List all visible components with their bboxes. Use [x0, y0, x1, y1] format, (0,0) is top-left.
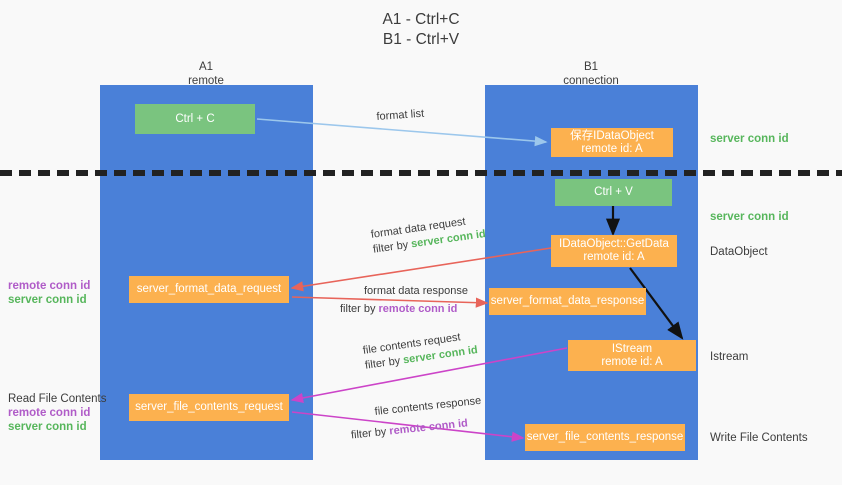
phase-divider [0, 170, 842, 176]
annotation-left-remote-conn-id-2: remote conn id [8, 407, 91, 419]
node-istream-line1: IStream [611, 342, 653, 355]
annotation-write-file-contents: Write File Contents [710, 432, 808, 444]
edge-file-contents-response-title: file contents response [374, 394, 482, 418]
lane-a1-subtitle: remote [188, 75, 224, 87]
node-server-file-contents-response[interactable]: server_file_contents_response [525, 424, 685, 451]
node-server-file-contents-request[interactable]: server_file_contents_request [129, 394, 289, 421]
node-save-idataobject-line1: 保存IDataObject [570, 129, 654, 142]
node-idataobject-getdata[interactable]: IDataObject::GetData remote id: A [551, 235, 677, 267]
edge-label-format-list: format list [376, 107, 425, 125]
lane-header-b1: B1 connection [511, 60, 671, 88]
lane-b1-subtitle: connection [563, 75, 619, 87]
edge-label-file-contents-request: file contents request filter by server c… [362, 328, 479, 374]
annotation-left-conn-ids-1: remote conn id server conn id [8, 279, 90, 307]
annotation-read-file-contents-group: Read File Contents remote conn id server… [8, 392, 106, 434]
node-server-format-data-request-label: server_format_data_request [136, 283, 282, 295]
node-ctrl-c[interactable]: Ctrl + C [135, 104, 255, 134]
lane-b1-name: B1 [583, 61, 599, 73]
edge-format-data-response-filter-value: remote conn id [378, 303, 458, 315]
node-server-format-data-request[interactable]: server_format_data_request [129, 276, 289, 303]
edge-label-file-contents-response: file contents response filter by remote … [350, 394, 484, 442]
annotation-istream: Istream [710, 351, 749, 363]
node-server-format-data-response-label: server_format_data_response [490, 295, 645, 307]
node-istream-line2: remote id: A [601, 355, 663, 368]
node-ctrl-v-label: Ctrl + V [594, 186, 633, 198]
edge-label-format-data-response: format data response filter by remote co… [340, 284, 468, 317]
annotation-left-server-conn-id-2: server conn id [8, 421, 87, 433]
node-istream[interactable]: IStream remote id: A [568, 340, 696, 371]
node-ctrl-c-label: Ctrl + C [175, 112, 215, 125]
node-save-idataobject[interactable]: 保存IDataObject remote id: A [551, 128, 673, 157]
annotation-server-conn-id-mid: server conn id [710, 211, 789, 223]
annotation-server-conn-id-top: server conn id [710, 133, 789, 145]
node-ctrl-v[interactable]: Ctrl + V [555, 179, 672, 206]
node-server-format-data-response[interactable]: server_format_data_response [489, 288, 646, 315]
node-server-file-contents-response-label: server_file_contents_response [526, 431, 684, 443]
annotation-left-server-conn-id-1: server conn id [8, 294, 87, 306]
lane-header-a1: A1 remote [126, 60, 286, 88]
title-line-1: A1 - Ctrl+C [382, 11, 460, 28]
edge-format-data-response-title: format data response [364, 285, 468, 297]
annotation-left-remote-conn-id-1: remote conn id [8, 280, 91, 292]
lane-a1-name: A1 [198, 61, 214, 73]
node-save-idataobject-line2: remote id: A [581, 142, 643, 155]
edge-file-contents-request-filter-prefix: filter by [364, 354, 405, 372]
page-title: A1 - Ctrl+C B1 - Ctrl+V [0, 10, 842, 50]
node-getdata-line1: IDataObject::GetData [559, 238, 669, 250]
node-getdata-line2: remote id: A [583, 251, 645, 263]
edge-format-data-request-filter-prefix: filter by [372, 238, 413, 256]
edge-format-data-response-filter-prefix: filter by [340, 303, 379, 315]
annotation-dataobject: DataObject [710, 246, 768, 258]
title-line-2: B1 - Ctrl+V [382, 31, 460, 48]
edge-label-format-list-text: format list [376, 107, 425, 123]
edge-file-contents-response-filter-prefix: filter by [350, 425, 391, 442]
node-server-file-contents-request-label: server_file_contents_request [135, 401, 283, 413]
edge-label-format-data-request: format data request filter by server con… [370, 212, 487, 258]
edge-file-contents-response-filter-value: remote conn id [388, 417, 469, 438]
annotation-read-file-contents: Read File Contents [8, 393, 107, 405]
